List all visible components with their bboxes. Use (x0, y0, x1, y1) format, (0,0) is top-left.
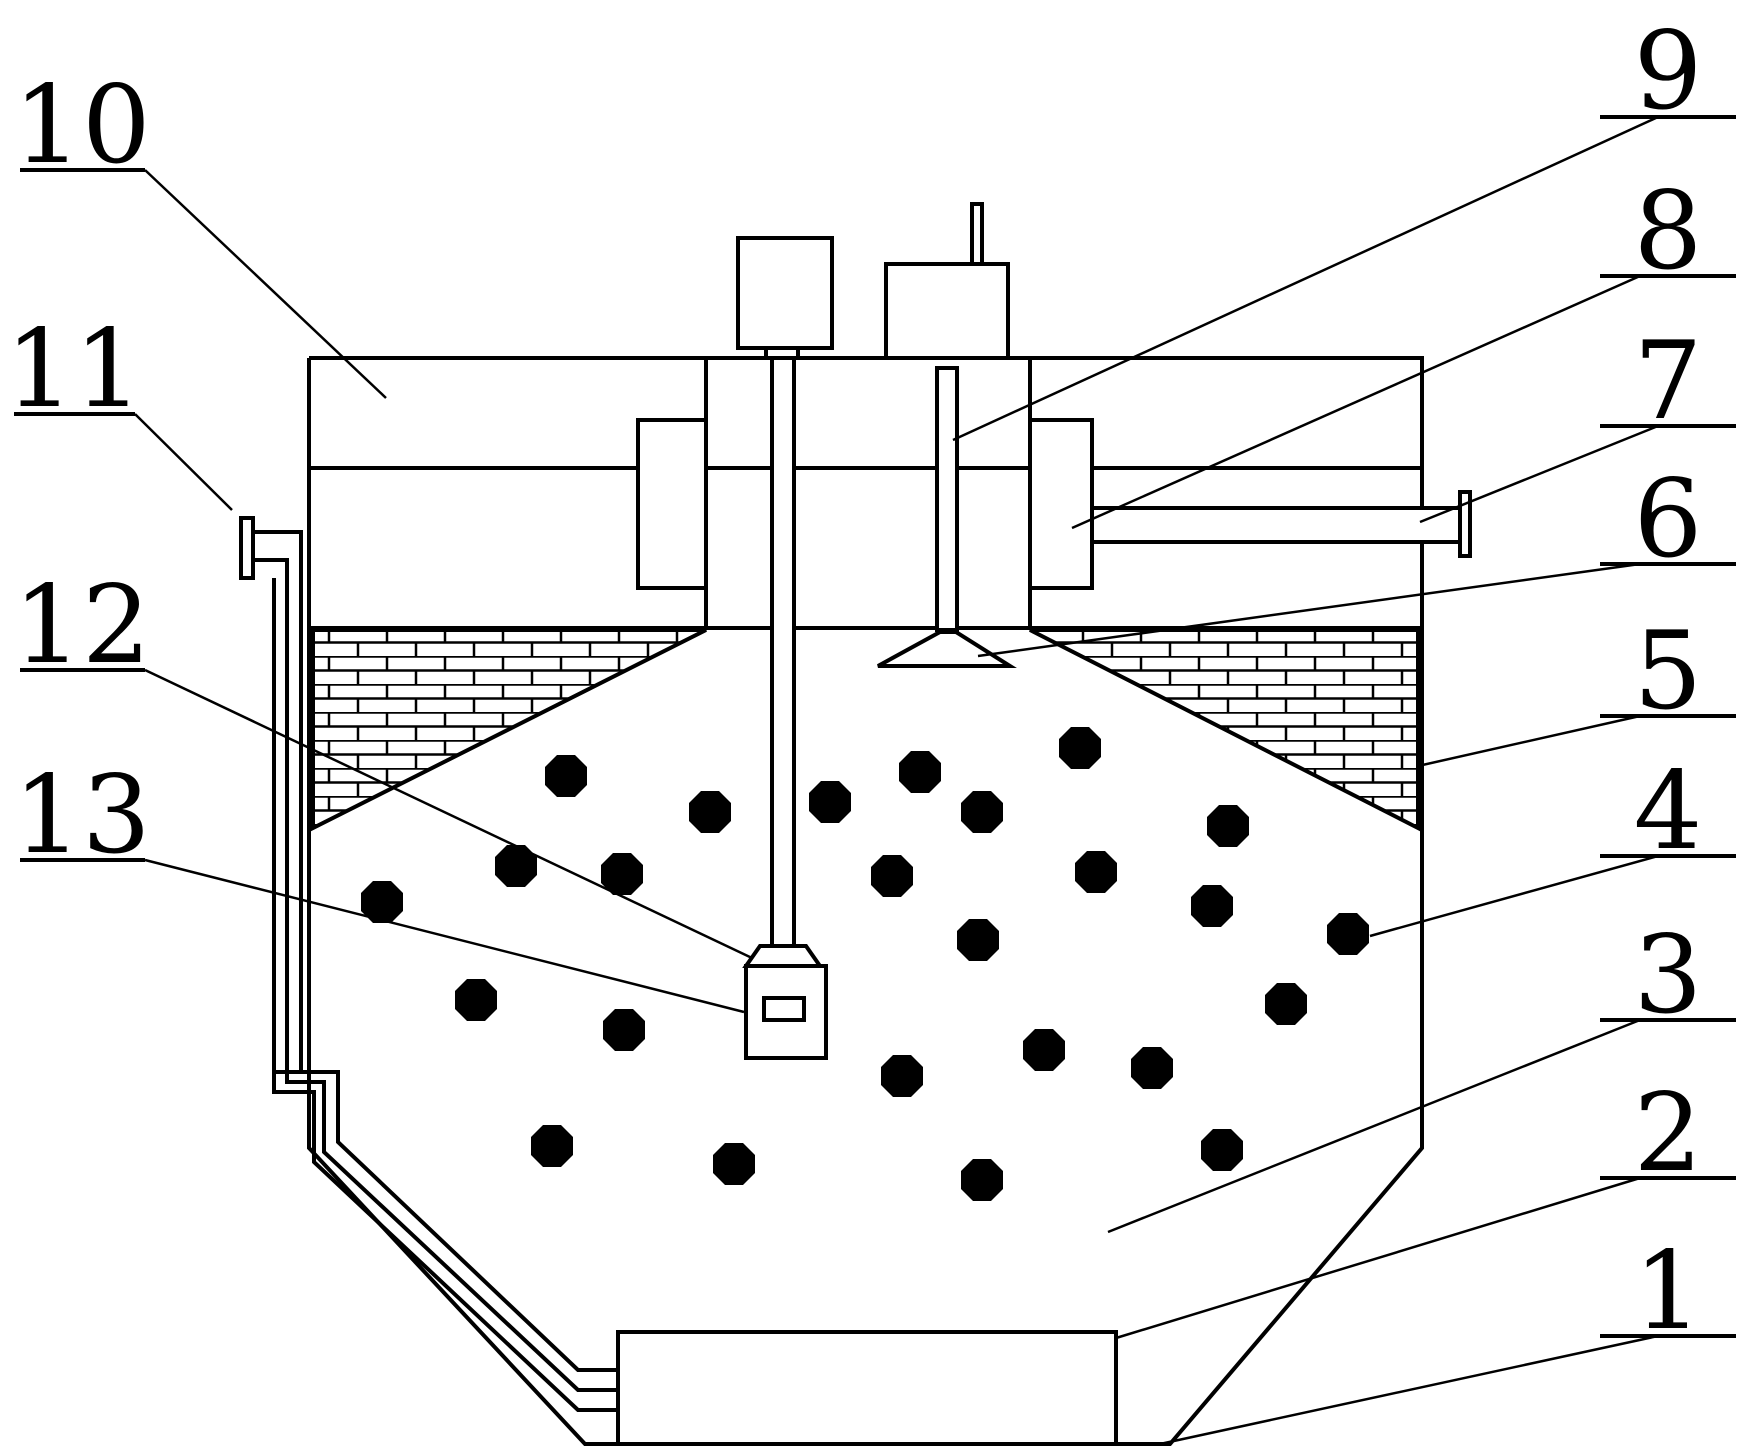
media-particle (1265, 983, 1307, 1025)
leader-7 (1419, 424, 1659, 524)
media-particle (899, 751, 941, 793)
stirrer-collar (742, 944, 824, 968)
side-pipe (1090, 490, 1472, 558)
media-particle (1059, 727, 1101, 769)
stirrer-inner-block (762, 996, 806, 1022)
media-particle (1327, 913, 1369, 955)
leader-12 (144, 668, 753, 960)
callout-label-4: 4 (1634, 749, 1703, 874)
callout-label-8: 8 (1634, 169, 1703, 294)
callout-label-11: 11 (5, 307, 142, 432)
media-particle (361, 881, 403, 923)
center-housing-block (704, 356, 1032, 630)
callout-underlines (14, 115, 1736, 1338)
brick-layer-left (311, 628, 707, 832)
leader-6 (977, 562, 1641, 658)
media-particle (455, 979, 497, 1021)
tank-outer-wall (307, 356, 1424, 1446)
leader-11 (134, 413, 233, 511)
left-side-block (636, 418, 708, 590)
leader-4 (1369, 854, 1659, 938)
spray-nozzle (877, 630, 1017, 668)
media-particle (1207, 805, 1249, 847)
leader-3 (1107, 1018, 1641, 1234)
stirrer-shaft (770, 356, 796, 1000)
media-particle (601, 853, 643, 895)
motors (736, 202, 1010, 360)
leader-13 (144, 858, 745, 1014)
callout-label-6: 6 (1634, 457, 1703, 582)
side-pipe-body (1090, 506, 1462, 544)
leader-5 (1417, 714, 1641, 768)
brick-packing-layer (311, 628, 1420, 832)
left-piping (239, 516, 618, 1412)
media-particle (495, 845, 537, 887)
central-housing (636, 356, 1094, 630)
media-particle (961, 791, 1003, 833)
media-particle (961, 1159, 1003, 1201)
leader-10 (144, 169, 387, 399)
callout-label-7: 7 (1634, 319, 1703, 444)
right-side-block (1028, 418, 1094, 590)
callout-labels: 10 11 12 13 9 8 7 6 5 4 3 2 1 (5, 9, 1702, 1354)
media-particle (871, 855, 913, 897)
motor-terminal (970, 202, 984, 266)
media-particles (361, 727, 1369, 1201)
media-particle (1201, 1129, 1243, 1171)
callout-label-9: 9 (1634, 9, 1703, 134)
spray-motor (884, 262, 1010, 360)
callout-label-12: 12 (13, 563, 150, 688)
stirrer-motor (736, 236, 834, 350)
bottom-box (616, 1330, 1118, 1446)
spray-pipe (935, 366, 959, 632)
media-particle (1191, 885, 1233, 927)
spray-assembly (877, 366, 1017, 668)
stirrer (742, 356, 828, 1060)
top-valve (239, 516, 255, 580)
media-particle (603, 1009, 645, 1051)
leader-8 (1071, 274, 1641, 530)
media-particle (545, 755, 587, 797)
media-particle (531, 1125, 573, 1167)
media-particle (957, 919, 999, 961)
callout-label-10: 10 (13, 63, 150, 188)
leader-lines (134, 115, 1659, 1446)
media-particle (689, 791, 731, 833)
callout-label-1: 1 (1634, 1229, 1703, 1354)
leader-1 (1159, 1334, 1659, 1446)
leader-9 (952, 115, 1659, 442)
media-particle (809, 781, 851, 823)
media-particle (713, 1143, 755, 1185)
callout-label-2: 2 (1634, 1071, 1703, 1196)
media-particle (1023, 1029, 1065, 1071)
callout-label-13: 13 (13, 753, 150, 878)
callout-label-5: 5 (1634, 609, 1703, 734)
callout-label-3: 3 (1634, 913, 1703, 1038)
side-pipe-flange (1458, 490, 1472, 558)
brick-layer-right (1029, 628, 1420, 832)
media-particle (881, 1055, 923, 1097)
leader-2 (1115, 1176, 1641, 1340)
media-particle (1075, 851, 1117, 893)
media-particle (1131, 1047, 1173, 1089)
